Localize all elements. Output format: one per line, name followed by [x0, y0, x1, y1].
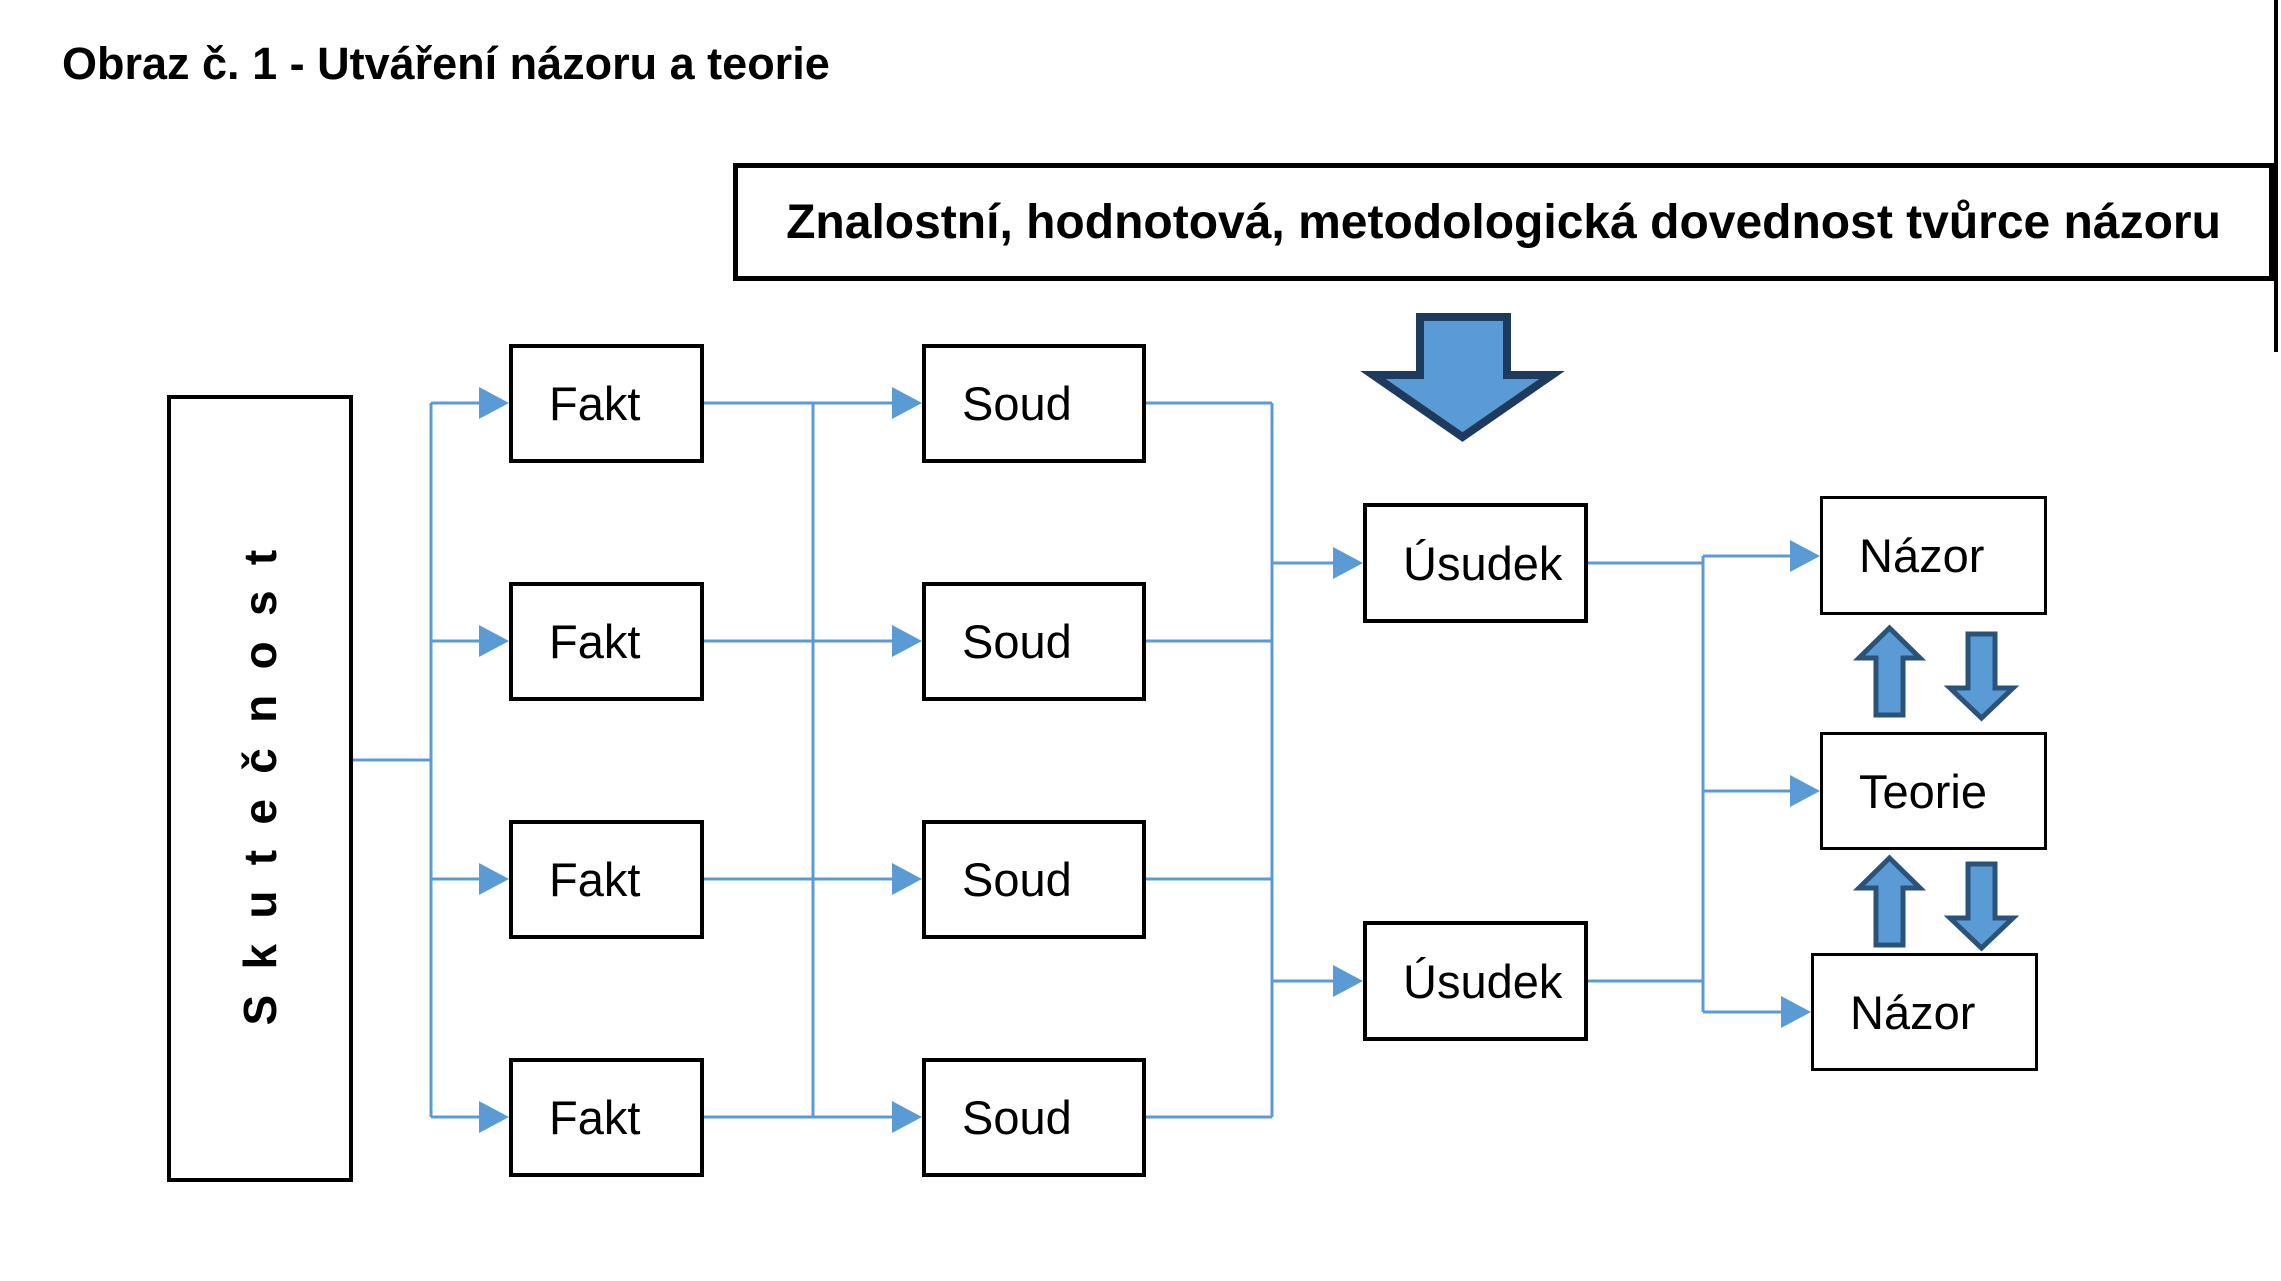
- node-teorie: Teorie: [1820, 732, 2047, 850]
- arrowhead-fakt-2: [479, 625, 509, 657]
- big-down-arrow-icon: [1360, 313, 1565, 442]
- down-arrow-icon: [1943, 631, 2020, 722]
- node-soud-4-label: Soud: [962, 1091, 1072, 1144]
- arrowhead-soud-4: [892, 1101, 922, 1133]
- node-teorie-label: Teorie: [1859, 764, 1988, 818]
- arrowhead-fakt-4: [479, 1101, 509, 1133]
- banner-text: Znalostní, hodnotová, metodologická dove…: [786, 195, 2221, 249]
- node-skutecnost: [167, 395, 353, 1182]
- node-nazor-bottom: Názor: [1811, 953, 2038, 1071]
- arrowhead-usudek-1: [1333, 547, 1363, 579]
- node-fakt-3: Fakt: [509, 820, 704, 939]
- node-usudek-2: Úsudek: [1363, 921, 1588, 1041]
- arrowhead-soud-2: [892, 625, 922, 657]
- up-arrow-icon: [1852, 624, 1927, 718]
- node-nazor-top: Názor: [1820, 496, 2047, 615]
- arrowhead-usudek-2: [1333, 965, 1363, 997]
- node-fakt-3-label: Fakt: [549, 853, 641, 906]
- banner-box: Znalostní, hodnotová, metodologická dove…: [733, 163, 2274, 281]
- node-usudek-2-label: Úsudek: [1403, 954, 1563, 1008]
- node-nazor-top-label: Názor: [1859, 529, 1985, 582]
- node-soud-2: Soud: [922, 582, 1146, 701]
- up-arrow-icon: [1852, 854, 1927, 948]
- arrowhead-fakt-3: [479, 863, 509, 895]
- node-fakt-4-label: Fakt: [549, 1091, 641, 1144]
- node-soud-1: Soud: [922, 344, 1146, 463]
- page-title: Obraz č. 1 - Utváření názoru a teorie: [62, 38, 830, 89]
- node-soud-3: Soud: [922, 820, 1146, 939]
- node-fakt-4: Fakt: [509, 1058, 704, 1177]
- node-skutecnost-label: Skutečnost: [234, 524, 286, 1026]
- arrowhead-soud-1: [892, 387, 922, 419]
- arrowhead-soud-3: [892, 863, 922, 895]
- node-fakt-2-label: Fakt: [549, 615, 641, 668]
- node-fakt-1: Fakt: [509, 344, 704, 463]
- node-nazor-bottom-label: Názor: [1850, 985, 1976, 1039]
- arrowhead-teorie: [1790, 775, 1820, 807]
- arrowhead-fakt-1: [479, 387, 509, 419]
- node-soud-4: Soud: [922, 1058, 1146, 1177]
- node-usudek-1-label: Úsudek: [1403, 536, 1563, 590]
- node-usudek-1: Úsudek: [1363, 503, 1588, 623]
- node-fakt-2: Fakt: [509, 582, 704, 701]
- node-soud-3-label: Soud: [962, 853, 1072, 906]
- down-arrow-icon: [1943, 861, 2020, 952]
- node-soud-1-label: Soud: [962, 377, 1072, 430]
- cropped-box-edge: [2274, 0, 2278, 352]
- arrowhead-nazor-bottom: [1781, 996, 1811, 1028]
- node-soud-2-label: Soud: [962, 615, 1072, 668]
- node-fakt-1-label: Fakt: [549, 377, 641, 430]
- arrowhead-nazor-top: [1790, 540, 1820, 572]
